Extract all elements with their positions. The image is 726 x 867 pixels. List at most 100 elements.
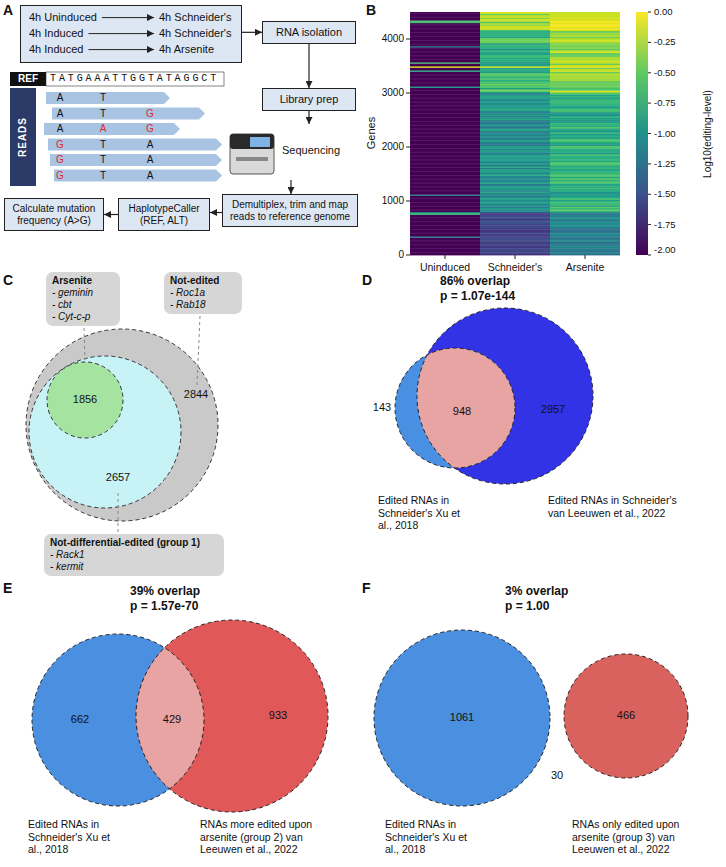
venn-count: 2957	[541, 403, 565, 416]
sequencer-top	[230, 134, 274, 149]
venn-circle	[374, 630, 550, 806]
callout-box: Not-differential-edited (group 1)- Rack1…	[44, 534, 224, 576]
flow-arrow	[104, 214, 118, 215]
read-base: T	[100, 139, 106, 151]
venn-count: 662	[71, 713, 89, 726]
venn-overlap	[395, 348, 515, 468]
venn-outline	[136, 620, 328, 812]
tick	[648, 12, 651, 13]
colorbar-tick: -1.50	[654, 189, 676, 200]
heatmap-cell	[480, 12, 550, 14]
p-value: p = 1.00	[505, 599, 549, 613]
read-base: G	[146, 108, 154, 120]
set-label: RNAs more edited upon arsenite (group 2)…	[200, 818, 340, 856]
venn-count: 466	[617, 709, 635, 722]
read-arrow	[54, 170, 222, 182]
colorbar-tick: -0.75	[654, 97, 676, 108]
process-box: Library prep	[262, 88, 356, 111]
colorbar-tick: -2.00	[654, 244, 676, 255]
flow-arrow	[308, 111, 309, 124]
reads-label: READS	[17, 117, 29, 157]
tick	[648, 224, 651, 225]
venn-count: 429	[163, 713, 181, 726]
read-base: G	[56, 139, 64, 151]
read-base: A	[57, 108, 64, 120]
node-text: 4h Uninduced	[29, 11, 97, 24]
column-label: Schneider's	[488, 261, 543, 274]
venn-outline	[395, 348, 515, 468]
node-text: HaplotypeCaller (REF, ALT)	[123, 203, 205, 226]
node-text: Calculate mutation frequency (A>G)	[9, 203, 99, 226]
sequencer-slot	[236, 157, 268, 161]
tick	[406, 255, 410, 256]
set-label: Edited RNAs in Schneider's Xu et al., 20…	[378, 494, 462, 532]
set-label: Edited RNAs in Schneider's Xu et al., 20…	[28, 818, 112, 856]
venn-overlap	[32, 634, 204, 806]
venn-count: 143	[373, 401, 391, 414]
colorbar-tick: -1.00	[654, 128, 676, 139]
read-base: A	[147, 170, 154, 182]
venn-count: 2657	[106, 471, 130, 484]
colorbar-tick: -1.75	[654, 219, 676, 230]
read-base: G	[56, 154, 64, 166]
tick	[648, 72, 651, 73]
overlap-title: 39% overlap	[130, 584, 200, 598]
node-text: - kermit	[50, 561, 218, 573]
panel-letter: A	[3, 2, 13, 19]
read-arrow	[50, 154, 222, 166]
node-text: - geminin	[52, 287, 114, 299]
process-box: RNA isolation	[262, 21, 356, 44]
read-base: T	[100, 108, 106, 120]
tick-label: 4000	[382, 33, 404, 45]
panel-letter: D	[362, 272, 372, 289]
tick	[406, 201, 410, 202]
tick	[445, 255, 446, 259]
venn-count: 933	[269, 709, 287, 722]
node-text: 4h Induced	[29, 43, 83, 56]
panel-letter: C	[3, 272, 13, 289]
overlap-title: 86% overlap	[440, 274, 510, 288]
venn-outline	[32, 634, 204, 806]
colorbar-tick: -1.25	[654, 158, 676, 169]
tick-label: 2000	[382, 141, 404, 153]
read-base: T	[100, 154, 106, 166]
tick-label: 0	[398, 249, 404, 261]
venn-count: 30	[551, 769, 563, 782]
node-text: 4h Induced	[29, 27, 83, 40]
node-text: - Cyt-c-p	[52, 311, 114, 323]
sequencer-screen	[250, 137, 270, 147]
panel-letter: F	[362, 580, 371, 597]
colorbar-tick: -0.50	[654, 67, 676, 78]
node-text: Demultiplex, trim and map reads to refer…	[227, 199, 353, 222]
colorbar-title: Log10(editing-level)	[702, 90, 714, 178]
tick	[648, 194, 651, 195]
callout-box: Not-edited- Roc1a- Rab18	[164, 272, 242, 314]
venn-circle	[564, 654, 688, 778]
read-arrow	[44, 123, 180, 135]
overlap-title: 3% overlap	[505, 584, 568, 598]
callout-box: Arsenite- geminin- cbt- Cyt-c-p	[46, 272, 120, 326]
panel-letter: B	[366, 2, 376, 19]
colorbar	[636, 12, 648, 255]
panel-letter: E	[3, 580, 12, 597]
leader-line	[197, 316, 200, 385]
column-label: Uninduced	[420, 261, 470, 274]
node-text: Not-differential-edited (group 1)	[50, 537, 218, 549]
venn-circle	[29, 356, 181, 508]
node-text: Arsenite	[52, 275, 114, 287]
node-text: 4h Schneider's	[159, 11, 231, 24]
flow-arrow	[308, 44, 309, 88]
venn-circle	[32, 634, 204, 806]
venn-circle	[47, 362, 123, 438]
read-base: A	[147, 139, 154, 151]
tick	[648, 42, 651, 43]
process-box: Calculate mutation frequency (A>G)	[4, 198, 104, 231]
read-base: A	[100, 123, 107, 135]
venn-circle	[26, 329, 218, 521]
colorbar-tick: -0.25	[654, 37, 676, 48]
node-text: RNA isolation	[267, 26, 351, 39]
read-arrow	[46, 92, 170, 104]
node-text: - Rab18	[170, 299, 236, 311]
